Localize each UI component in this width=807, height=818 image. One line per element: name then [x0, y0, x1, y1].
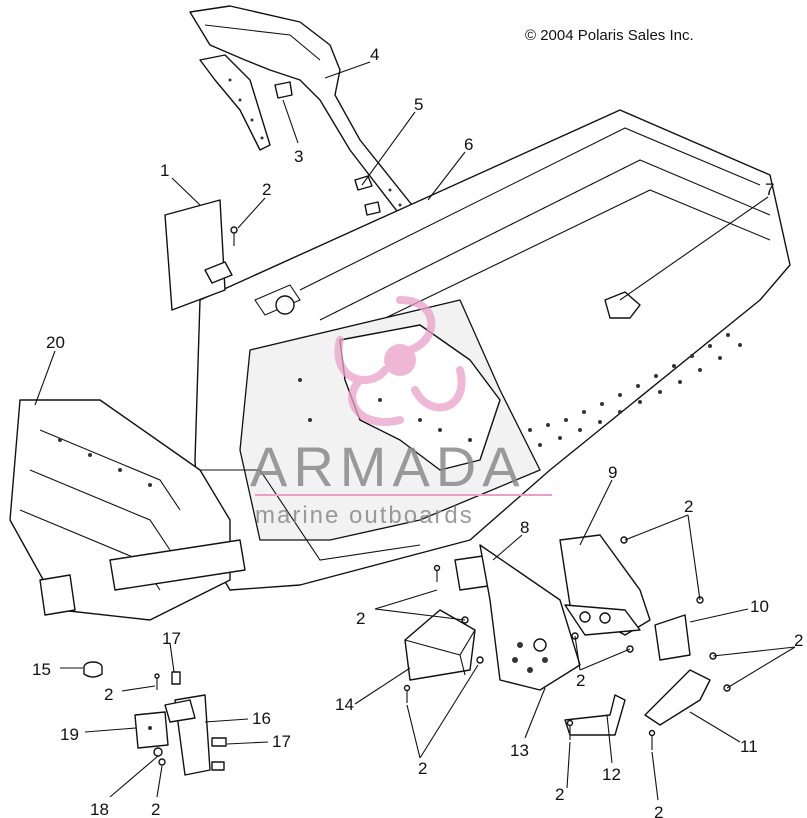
- tunnel-vent-holes: [298, 333, 742, 447]
- front-frame-part-20: [9, 399, 246, 621]
- callout-2: 2: [654, 803, 663, 818]
- callout-labels: 1 2 3 4 5 6 7 20 8 9 2 10 2 11 12 13 2 2…: [32, 45, 803, 818]
- callout-2: 2: [104, 685, 113, 704]
- callout-2: 2: [684, 497, 693, 516]
- callout-5: 5: [414, 95, 423, 114]
- callout-2: 2: [555, 785, 564, 804]
- callout-2: 2: [151, 800, 160, 818]
- callout-3: 3: [294, 147, 303, 166]
- callout-16: 16: [252, 709, 271, 728]
- callout-8: 8: [520, 518, 529, 537]
- watermark-title: ARMADA: [250, 435, 526, 498]
- callout-11: 11: [740, 737, 758, 756]
- watermark-subtitle: marine outboards: [255, 502, 474, 529]
- callout-19: 19: [60, 725, 79, 744]
- callout-13: 13: [510, 741, 529, 760]
- callout-17: 17: [272, 732, 291, 751]
- callout-2: 2: [262, 180, 271, 199]
- callout-10: 10: [750, 597, 769, 616]
- bracket-part-12: [564, 694, 626, 736]
- callout-18: 18: [90, 800, 109, 818]
- bracket-part-19: [134, 711, 169, 749]
- rivet-near-decal: [230, 226, 238, 246]
- callout-20: 20: [46, 333, 65, 352]
- bracket-part-11: [644, 669, 711, 726]
- bracket-part-16: [164, 694, 211, 776]
- leader-lines: [34, 61, 796, 801]
- callout-12: 12: [602, 765, 621, 784]
- callout-17: 17: [162, 629, 181, 648]
- bumper-part-15: [83, 661, 103, 678]
- fastener-part-18: [153, 747, 163, 757]
- bolt-part-17: [171, 671, 227, 771]
- callout-6: 6: [464, 135, 473, 154]
- callout-15: 15: [32, 660, 51, 679]
- box-part-14: [404, 609, 476, 681]
- callout-2: 2: [794, 631, 803, 650]
- callout-4: 4: [370, 45, 379, 64]
- nut-part-3: [274, 81, 293, 99]
- callout-7: 7: [765, 180, 774, 199]
- callout-2: 2: [356, 609, 365, 628]
- steering-support-part-4: [189, 5, 421, 229]
- watermark-logo: [334, 296, 466, 426]
- heat-shield-part-13: [479, 544, 581, 691]
- callout-2: 2: [418, 759, 427, 778]
- callout-1: 1: [160, 161, 169, 180]
- guard-part-9: [559, 534, 651, 636]
- callout-14: 14: [335, 695, 354, 714]
- copyright-text: © 2004 Polaris Sales Inc.: [525, 27, 694, 44]
- watermark: ARMADA marine outboards: [250, 435, 552, 529]
- callout-9: 9: [608, 463, 617, 482]
- decal-part-1: [164, 199, 233, 311]
- callout-2: 2: [576, 671, 585, 690]
- cover-part-10: [654, 614, 691, 661]
- bolt-part-5: [354, 175, 381, 216]
